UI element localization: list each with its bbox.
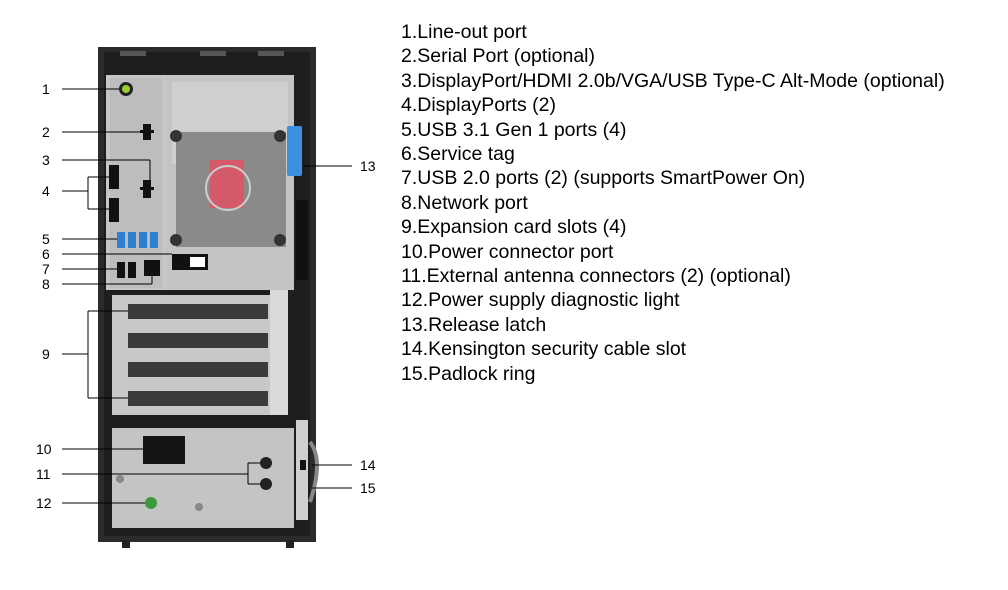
service-tag: [172, 254, 208, 270]
callout-9: 9: [42, 346, 50, 362]
power-connector: [143, 436, 185, 464]
callout-10: 10: [36, 441, 52, 457]
expansion-slots: [112, 290, 288, 415]
callout-6: 6: [42, 246, 50, 262]
legend-item: 3.DisplayPort/HDMI 2.0b/VGA/USB Type-C A…: [401, 69, 945, 92]
fan-area: [166, 75, 294, 290]
kensington-slot: [296, 420, 308, 520]
legend-item: 5.USB 3.1 Gen 1 ports (4): [401, 118, 627, 141]
callout-1: 1: [42, 81, 50, 97]
callout-11: 11: [36, 466, 51, 482]
antenna-connector: [260, 478, 272, 490]
legend-item: 1.Line-out port: [401, 21, 527, 43]
network-port: [144, 260, 160, 276]
legend-item: 13.Release latch: [401, 313, 547, 336]
legend-item: 7.USB 2.0 ports (2) (supports SmartPower…: [401, 167, 806, 190]
callout-14: 14: [360, 457, 376, 473]
callout-3: 3: [42, 152, 50, 168]
diagnostic-light: [145, 497, 157, 509]
callout-13: 13: [360, 158, 376, 174]
callout-numbers: 1 2 3 4 5 6 7 8 9 13 10 11 12 14 15: [36, 81, 376, 511]
callout-8: 8: [42, 276, 50, 292]
legend-item: 12.Power supply diagnostic light: [401, 289, 680, 312]
legend-item: 4.DisplayPorts (2): [401, 94, 556, 117]
legend-item: 6.Service tag: [401, 143, 515, 166]
legend-item: 8.Network port: [401, 191, 528, 214]
line-out-port: [119, 82, 133, 96]
callout-5: 5: [42, 231, 50, 247]
callout-15: 15: [360, 480, 376, 496]
leader-lines: [62, 88, 352, 504]
callout-7: 7: [42, 261, 50, 277]
callout-4: 4: [42, 183, 50, 199]
legend-list: 1.Line-out port 2.Serial Port (optional)…: [401, 20, 945, 386]
serial-port: [140, 124, 154, 140]
legend-item: 15.Padlock ring: [401, 362, 536, 385]
antenna-connector: [260, 457, 272, 469]
release-latch: [287, 126, 308, 280]
legend-item: 10.Power connector port: [401, 240, 614, 263]
display-ports: [109, 165, 119, 222]
option-port: [140, 180, 154, 198]
callout-12: 12: [36, 495, 52, 511]
callout-2: 2: [42, 124, 50, 140]
legend-item: 2.Serial Port (optional): [401, 45, 596, 68]
expansion-slot: [128, 333, 268, 348]
fan-hub-label: [210, 160, 244, 208]
usb2-ports: [117, 262, 136, 278]
expansion-slot: [128, 304, 268, 319]
legend-item: 14.Kensington security cable slot: [401, 338, 687, 361]
expansion-slot: [128, 391, 268, 406]
padlock-ring: [308, 440, 319, 503]
expansion-slot: [128, 362, 268, 377]
usb3-ports: [117, 232, 158, 248]
legend-item: 11.External antenna connectors (2) (opti…: [401, 265, 791, 288]
power-supply: [112, 428, 294, 528]
legend-item: 9.Expansion card slots (4): [401, 216, 627, 239]
